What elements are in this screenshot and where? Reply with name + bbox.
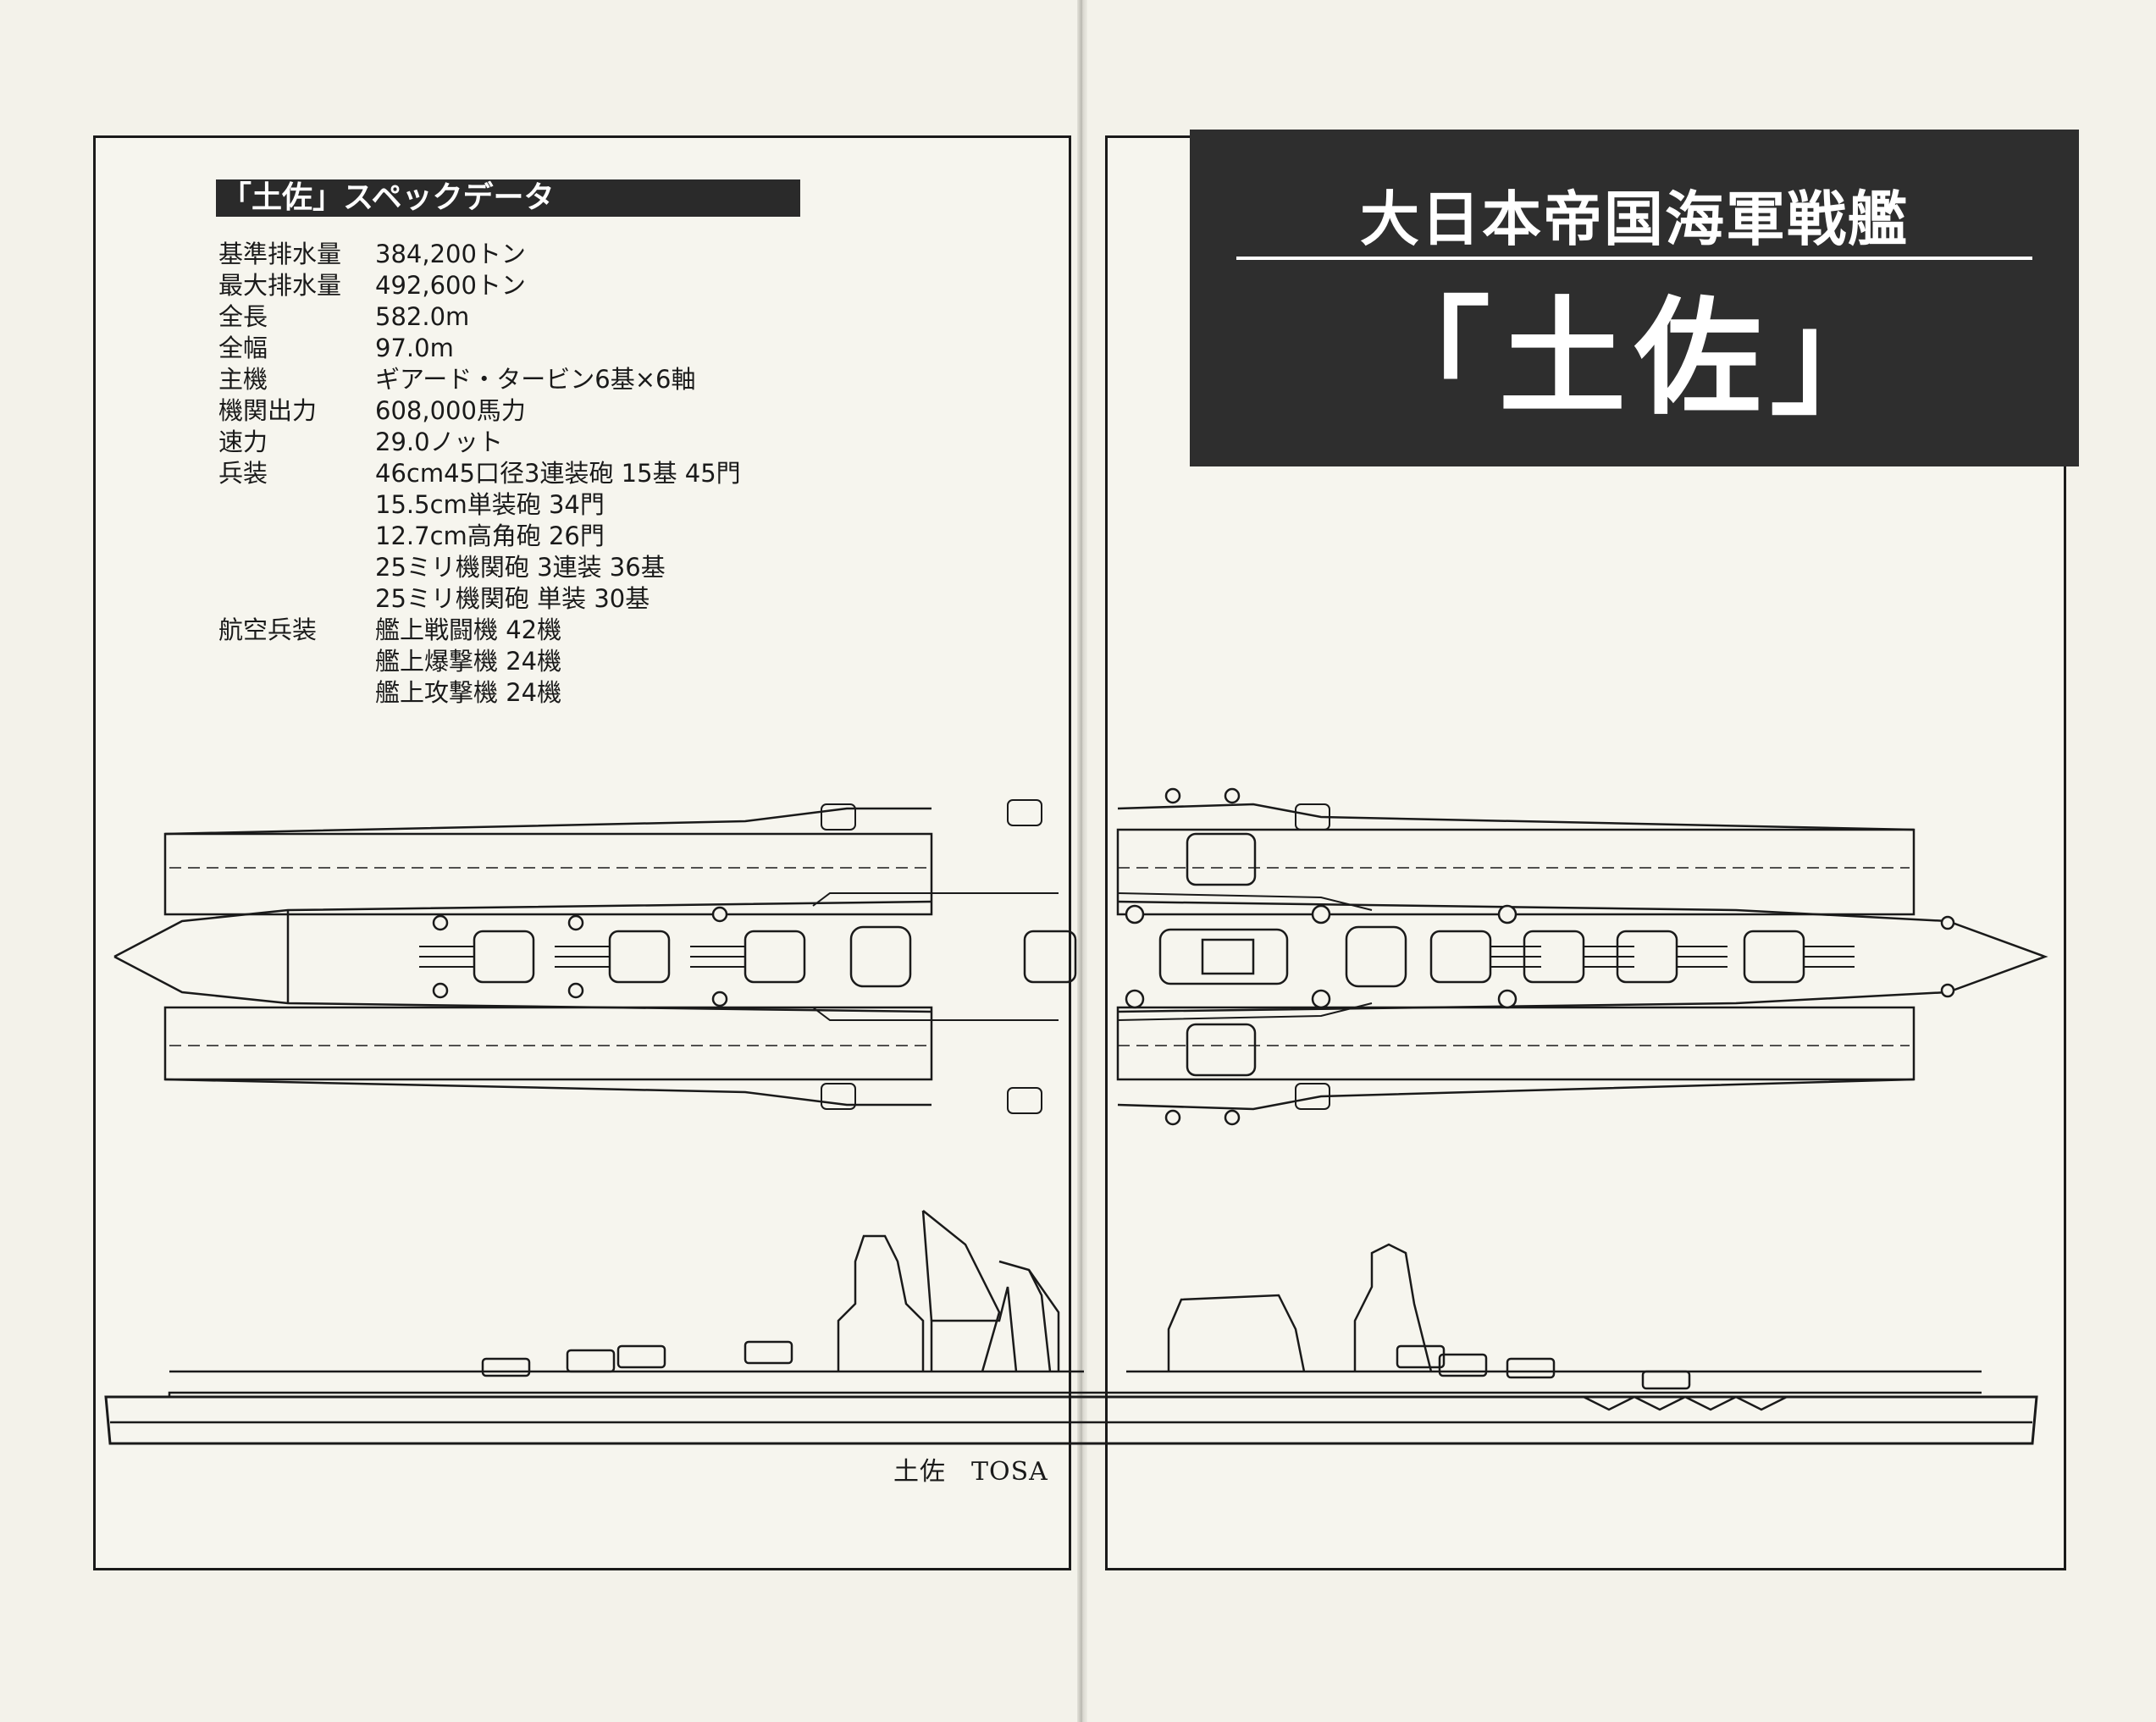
spec-label: 兵装 — [218, 459, 268, 488]
title-rule — [1236, 257, 2032, 260]
spec-label: 機関出力 — [218, 396, 318, 425]
left-page-frame — [93, 135, 1071, 1570]
spec-row: 基準排水量 384,200トン — [218, 239, 741, 270]
spec-row: 12.7cm高角砲 26門 — [218, 521, 741, 552]
spec-table: 基準排水量 384,200トン最大排水量 492,600トン全長 582.0m 全幅 97… — [218, 239, 741, 709]
spec-row: 航空兵装 艦上戦闘機 42機 — [218, 615, 741, 646]
spec-label: 主機 — [218, 365, 268, 394]
spec-value: 46cm45口径3連装砲 15基 45門 — [375, 459, 741, 488]
spec-row: 機関出力 608,000馬力 — [218, 395, 741, 427]
caption-name-en: TOSA — [971, 1457, 1048, 1487]
spec-value: 384,200トン — [375, 240, 526, 268]
spec-value: 15.5cm単装砲 34門 — [375, 490, 605, 519]
spec-value: 12.7cm高角砲 26門 — [375, 522, 605, 550]
spec-label: 最大排水量 — [218, 271, 342, 300]
drawing-caption: 土佐 TOSA — [893, 1450, 1048, 1487]
spec-value: 艦上爆撃機 24機 — [375, 647, 562, 676]
spec-value: 97.0m — [375, 334, 454, 362]
side-view — [104, 1210, 2038, 1445]
spec-label: 基準排水量 — [218, 240, 342, 268]
spec-value: 29.0ノット — [375, 428, 503, 456]
spec-value: 25ミリ機関砲 3連装 36基 — [375, 553, 666, 582]
title-line1: 大日本帝国海軍戦艦 — [1360, 184, 1909, 254]
spec-row: 25ミリ機関砲 3連装 36基 — [218, 552, 741, 583]
spec-row: 15.5cm単装砲 34門 — [218, 489, 741, 521]
spec-row: 25ミリ機関砲 単装 30基 — [218, 583, 741, 615]
spec-row: 全長 582.0m — [218, 301, 741, 333]
spec-value: 608,000馬力 — [375, 396, 526, 425]
spec-label: 速力 — [218, 428, 268, 456]
spec-row: 主機 ギアード・タービン6基×6軸 — [218, 364, 741, 395]
page-gutter — [1077, 0, 1087, 1722]
spec-header: 「土佐」スペックデータ — [216, 179, 800, 217]
spec-row: 速力 29.0ノット — [218, 427, 741, 458]
spec-row: 兵装 46cm45口径3連装砲 15基 45門 — [218, 458, 741, 489]
caption-name-jp: 土佐 — [893, 1457, 946, 1487]
spec-value: 25ミリ機関砲 単装 30基 — [375, 584, 650, 613]
spec-row: 艦上攻撃機 24機 — [218, 677, 741, 709]
spec-label: 全長 — [218, 302, 268, 331]
title-line2: 「土佐」 — [1363, 284, 1905, 433]
spec-value: ギアード・タービン6基×6軸 — [375, 365, 696, 394]
spec-value: 582.0m — [375, 302, 470, 331]
spec-value: 艦上戦闘機 42機 — [375, 615, 562, 644]
title-box: 大日本帝国海軍戦艦 「土佐」 — [1190, 130, 2079, 466]
spec-label: 航空兵装 — [218, 615, 318, 644]
spec-row: 最大排水量 492,600トン — [218, 270, 741, 301]
spec-row: 艦上爆撃機 24機 — [218, 646, 741, 677]
spec-value: 492,600トン — [375, 271, 526, 300]
top-view — [113, 803, 2048, 1111]
spec-label: 全幅 — [218, 334, 268, 362]
spec-row: 全幅 97.0m — [218, 333, 741, 364]
spec-value: 艦上攻撃機 24機 — [375, 678, 562, 707]
